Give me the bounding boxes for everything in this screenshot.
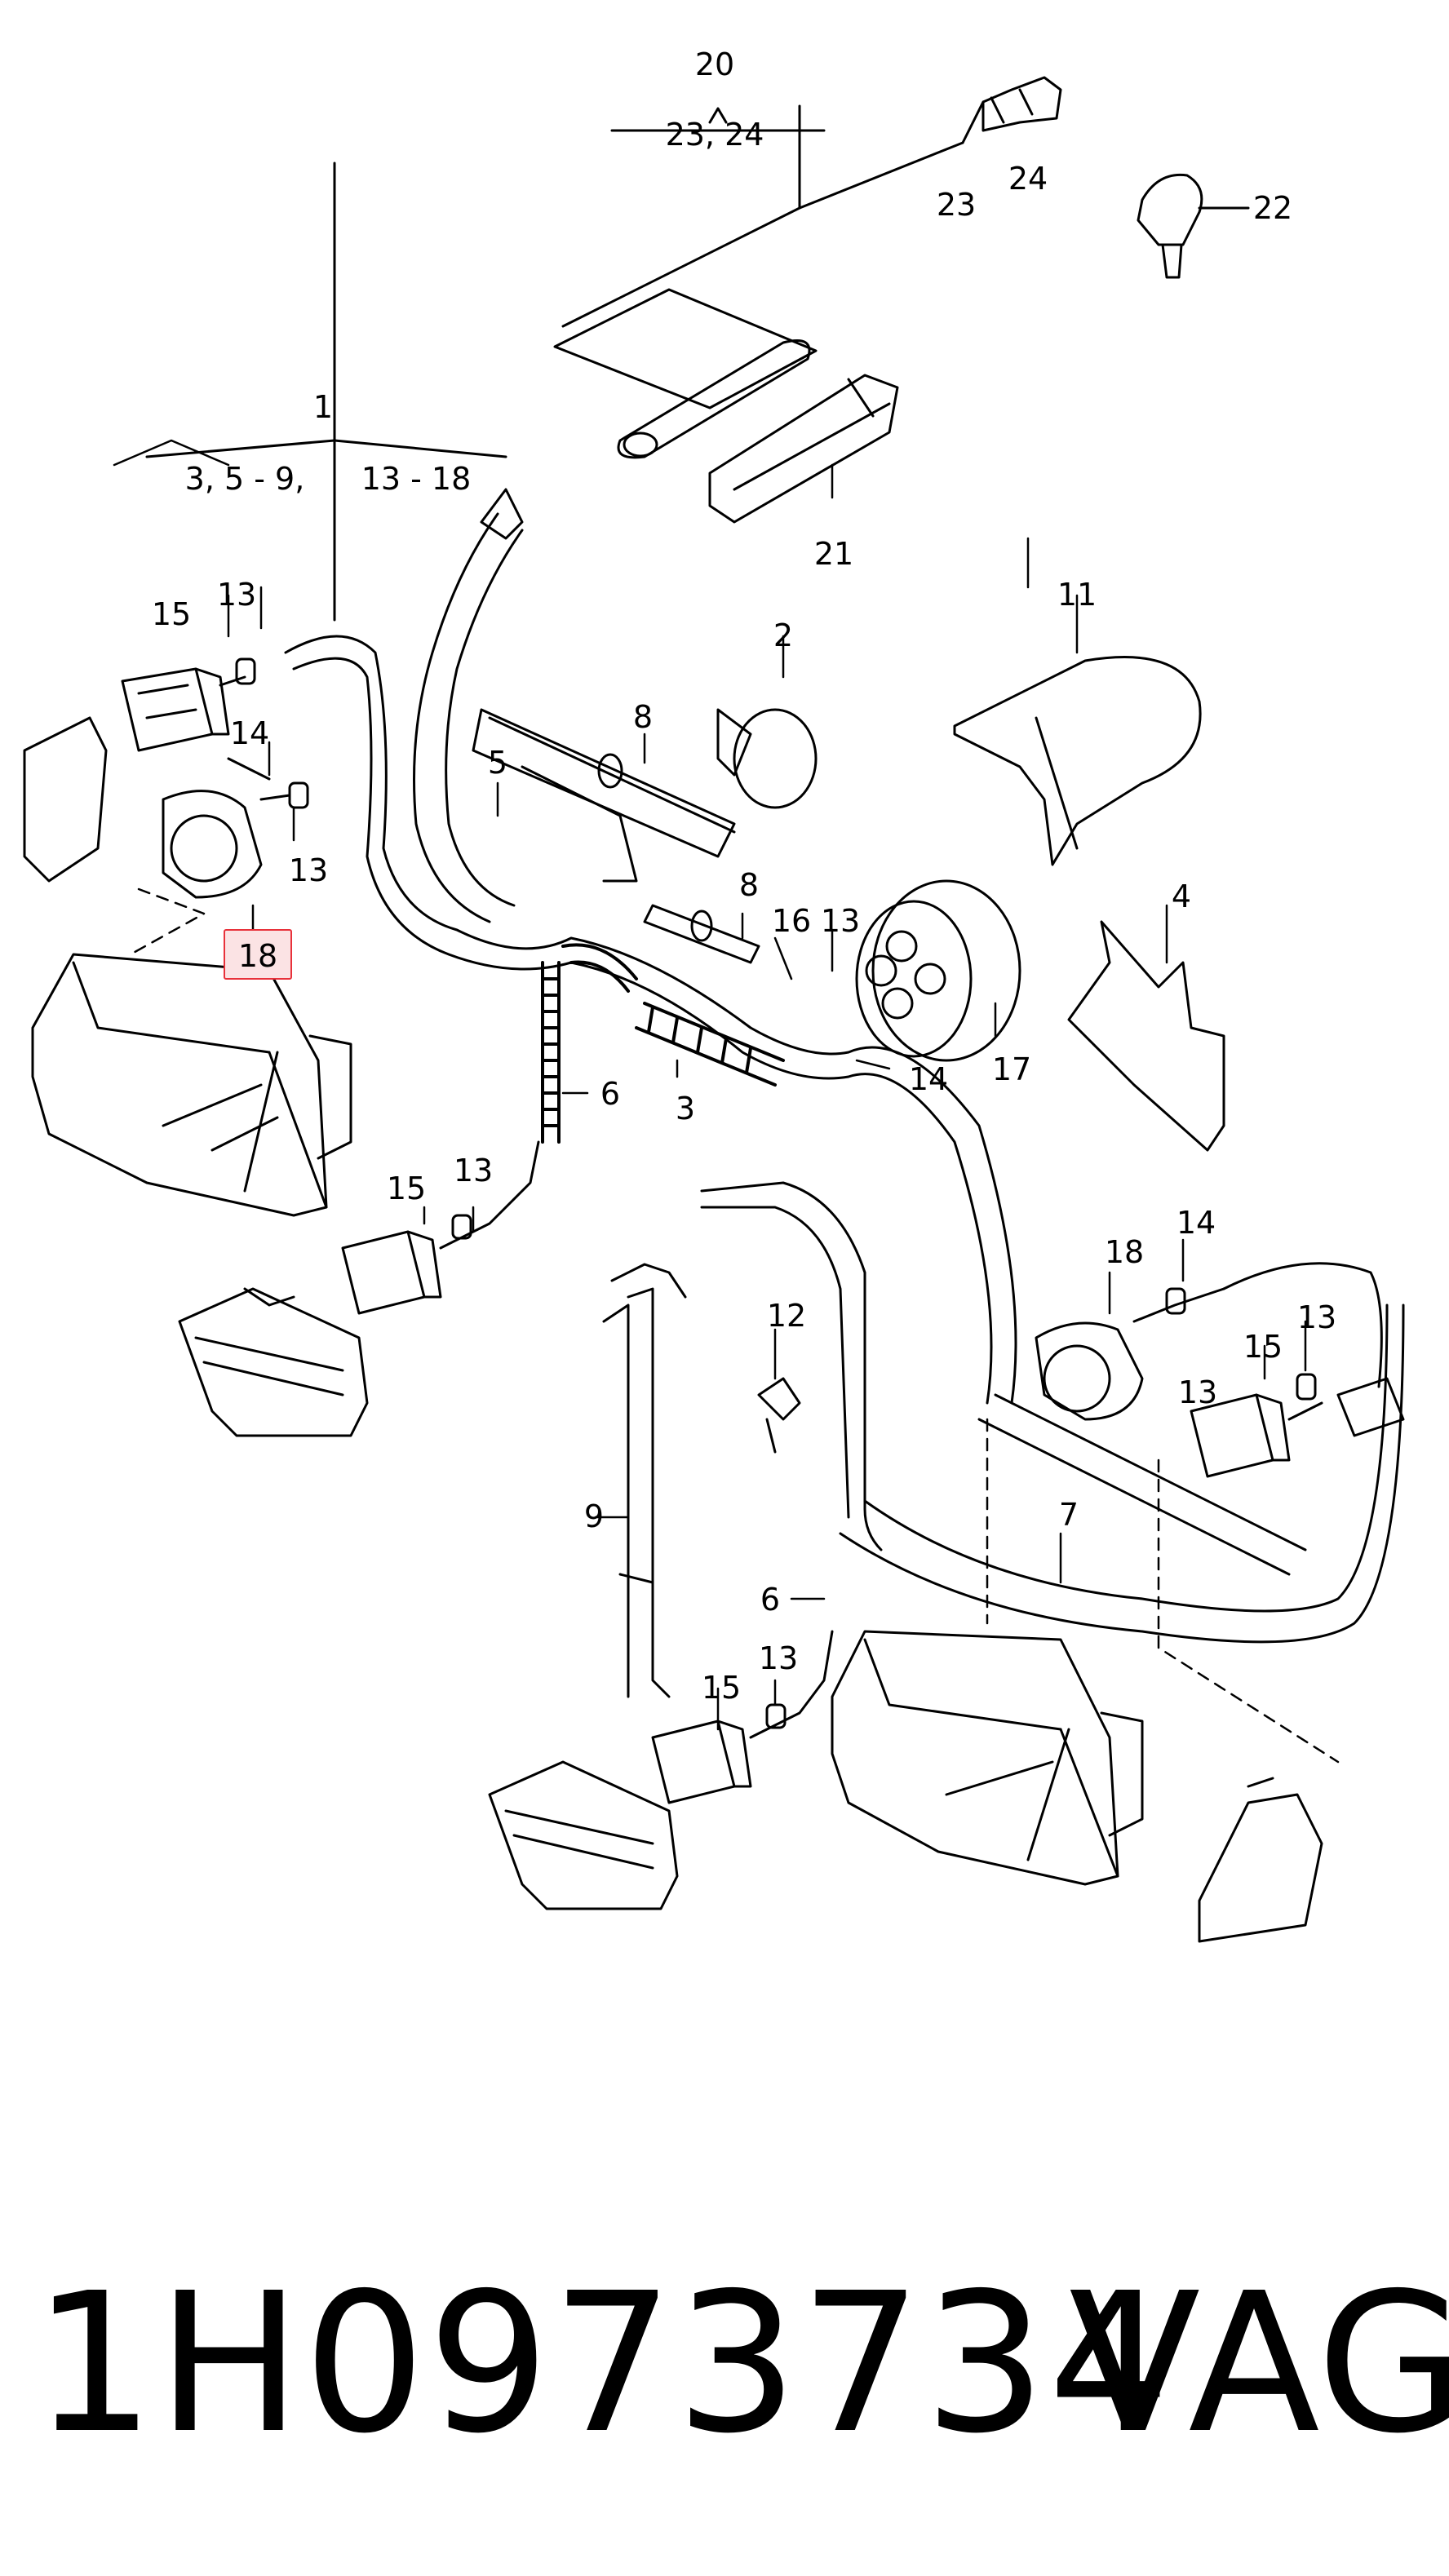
highlight-box-18: [224, 929, 292, 980]
callout-6-a: 6: [600, 1076, 620, 1112]
connector-15-right: [1190, 1373, 1323, 1478]
callout-13-c: 13: [821, 903, 860, 939]
connector-18-right: [1035, 1262, 1383, 1421]
bracket-21: [553, 288, 899, 524]
callout-14-c: 14: [1176, 1205, 1216, 1241]
connector-15-bottom: [651, 1630, 834, 1804]
callout-13-b: 13: [289, 852, 328, 888]
callout-15-a: 15: [152, 596, 191, 632]
callout-4: 4: [1172, 879, 1191, 914]
callout-21: 21: [814, 536, 853, 572]
bulb-holder-12: [757, 1377, 801, 1454]
callout-23: 23: [937, 187, 976, 223]
callout-20: 20: [695, 46, 734, 82]
clip-22: [1137, 173, 1250, 279]
callout-17: 17: [992, 1051, 1031, 1087]
callout-7: 7: [1059, 1497, 1079, 1533]
callout-15-d: 15: [702, 1670, 741, 1706]
headlight-right: [831, 1630, 1144, 1886]
callout-8-a: 8: [633, 699, 653, 735]
callout-13-f: 13: [1178, 1374, 1217, 1410]
callout-1-sub-b: 13 - 18: [361, 461, 472, 497]
callout-15-c: 15: [1243, 1329, 1283, 1365]
cover-11: [953, 656, 1202, 866]
callout-16: 16: [772, 903, 811, 939]
callout-5: 5: [488, 745, 507, 781]
callout-15-b: 15: [387, 1171, 426, 1206]
callout-13-a: 13: [217, 577, 256, 613]
connector-15-mid: [341, 1140, 540, 1315]
callout-18-a: 18: [238, 938, 277, 974]
callout-14-b: 14: [909, 1061, 948, 1097]
callout-6-b: 6: [760, 1582, 780, 1618]
clamp-2: [716, 708, 818, 809]
harness-main: [145, 162, 1021, 1405]
callout-1-sub-a: 3, 5 - 9,: [185, 461, 305, 497]
callout-2: 2: [773, 617, 793, 653]
fog-light-left: [178, 1287, 369, 1437]
connector-15-left: [121, 657, 256, 752]
callout-11: 11: [1057, 577, 1097, 613]
hose-9: [602, 1181, 883, 1698]
lens-left: [23, 716, 108, 883]
exploded-parts-diagram: 20 23, 24 23 24 22 21 1 3, 5 - 9, 13 - 1…: [23, 46, 1405, 1943]
callout-20-sub: 23, 24: [666, 117, 764, 153]
callout-13-e: 13: [1297, 1299, 1336, 1335]
callout-9: 9: [584, 1498, 604, 1534]
callout-1: 1: [313, 389, 333, 425]
callout-12: 12: [767, 1298, 806, 1334]
callout-3: 3: [676, 1091, 695, 1126]
callout-14-a: 14: [230, 715, 269, 751]
lens-right: [1198, 1777, 1323, 1943]
callout-24: 24: [1008, 161, 1048, 197]
callout-13-d: 13: [454, 1153, 493, 1188]
bracket-4: [1067, 920, 1225, 1152]
part-number: 1H0973734: [33, 2251, 1172, 2476]
harness-7: [839, 1303, 1405, 1644]
brand-label: VAG: [1069, 2251, 1449, 2476]
connector-cable-20: [561, 76, 1062, 328]
callout-18-b: 18: [1105, 1234, 1144, 1270]
headlight-left: [31, 953, 352, 1217]
callout-22: 22: [1253, 190, 1292, 226]
callout-8-b: 8: [739, 867, 759, 903]
callout-13-g: 13: [759, 1640, 798, 1676]
connector-18-left: [162, 757, 309, 899]
corrugated-tube-3-6: [541, 943, 785, 1144]
fog-light-right: [488, 1760, 679, 1910]
